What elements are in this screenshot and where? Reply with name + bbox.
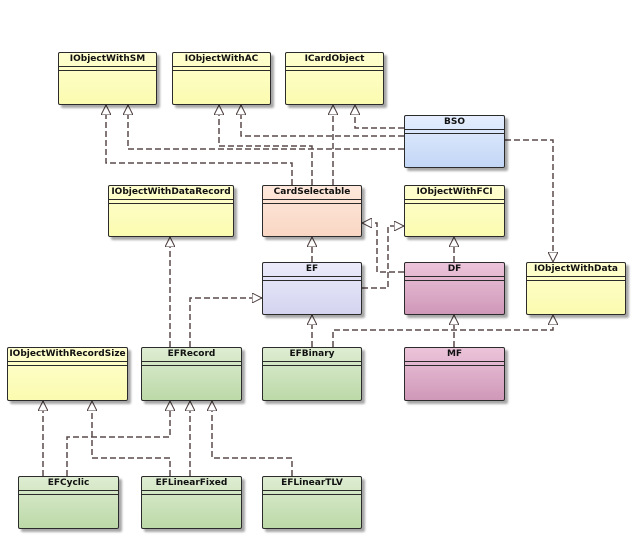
class-df: DF xyxy=(404,262,505,315)
class-attributes xyxy=(19,491,118,495)
class-attributes xyxy=(527,277,625,281)
class-bso: BSO xyxy=(404,115,505,168)
class-name: EF xyxy=(263,263,361,277)
class-name: IObjectWithSM xyxy=(59,53,156,67)
edge-etlv-efrecord xyxy=(212,401,293,476)
class-attributes xyxy=(263,277,361,281)
edge-df-cs xyxy=(362,223,404,273)
class-attributes xyxy=(405,277,504,281)
class-attributes xyxy=(405,130,504,134)
class-ef: EF xyxy=(262,262,362,315)
class-efcyclic: EFCyclic xyxy=(18,476,119,529)
class-name: DF xyxy=(405,263,504,277)
edge-bso-sm xyxy=(128,105,404,150)
class-iobjectwithfci: IObjectWithFCI xyxy=(404,185,505,237)
class-name: IObjectWithDataRecord xyxy=(109,186,233,200)
class-name: IObjectWithFCI xyxy=(405,186,504,200)
class-name: EFLinearTLV xyxy=(263,477,361,491)
edge-bso-ac xyxy=(241,105,404,137)
class-mf: MF xyxy=(404,347,505,401)
class-icardobject: ICardObject xyxy=(285,52,384,105)
class-attributes xyxy=(405,362,504,366)
edge-efbinary-data xyxy=(332,315,553,347)
class-name: ICardObject xyxy=(286,53,383,67)
class-attributes xyxy=(8,362,127,366)
class-attributes xyxy=(286,67,383,71)
class-iobjectwithrecordsize: IObjectWithRecordSize xyxy=(7,347,128,401)
class-name: IObjectWithAC xyxy=(173,53,270,67)
class-eflinearfixed: EFLinearFixed xyxy=(141,476,242,529)
class-attributes xyxy=(59,67,156,71)
edge-cs-sm xyxy=(106,105,293,185)
class-attributes xyxy=(173,67,270,71)
class-iobjectwithac: IObjectWithAC xyxy=(172,52,271,105)
class-attributes xyxy=(142,491,241,495)
edge-efrecord-ef xyxy=(189,298,262,347)
edge-efcyclic-efrecord xyxy=(66,401,170,476)
class-iobjectwithsm: IObjectWithSM xyxy=(58,52,157,105)
class-name: EFLinearFixed xyxy=(142,477,241,491)
class-attributes xyxy=(263,362,361,366)
class-attributes xyxy=(142,362,241,366)
class-iobjectwithdata: IObjectWithData xyxy=(526,262,626,315)
class-cardselectable: CardSelectable xyxy=(262,185,362,237)
class-name: EFRecord xyxy=(142,348,241,362)
class-name: BSO xyxy=(405,116,504,130)
class-name: EFCyclic xyxy=(19,477,118,491)
class-attributes xyxy=(405,200,504,204)
class-attributes xyxy=(263,200,361,204)
class-name: MF xyxy=(405,348,504,362)
edge-bso-data xyxy=(505,139,553,262)
class-name: EFBinary xyxy=(263,348,361,362)
class-name: IObjectWithRecordSize xyxy=(8,348,127,362)
class-attributes xyxy=(263,491,361,495)
class-name: IObjectWithData xyxy=(527,263,625,277)
edge-cs-ac xyxy=(219,105,313,185)
edge-elf-rs xyxy=(92,401,171,476)
class-name: CardSelectable xyxy=(263,186,361,200)
class-eflineartlv: EFLinearTLV xyxy=(262,476,362,529)
edge-ef-fci xyxy=(362,226,404,289)
class-efbinary: EFBinary xyxy=(262,347,362,401)
class-attributes xyxy=(109,200,233,204)
edge-bso-card xyxy=(355,105,404,129)
class-iobjectwithdatarecord: IObjectWithDataRecord xyxy=(108,185,234,237)
class-efrecord: EFRecord xyxy=(141,347,242,401)
